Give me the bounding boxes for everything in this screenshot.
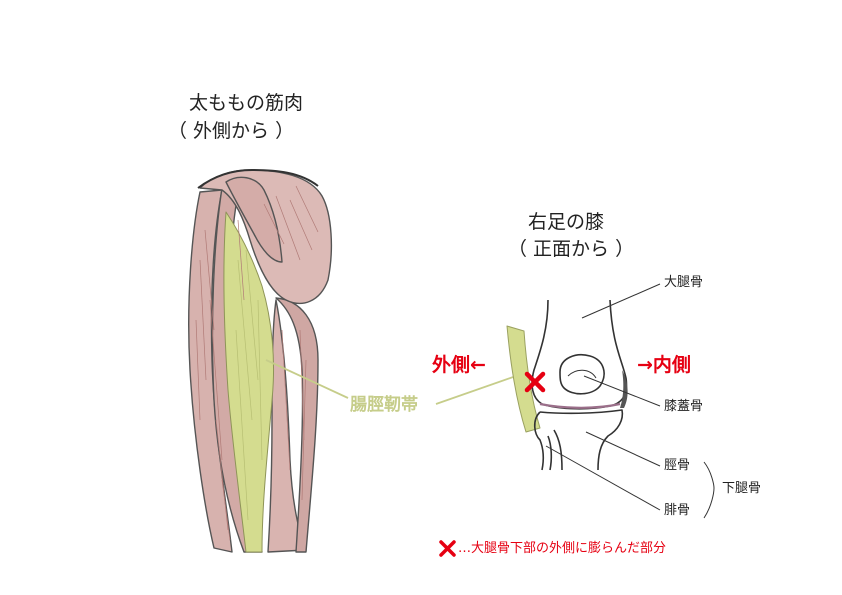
iliotibial-band-knee — [506, 325, 541, 433]
legend-text: …大腿骨下部の外側に膨らんだ部分 — [458, 541, 667, 556]
thigh-muscle-illustration — [188, 169, 333, 553]
thigh-subtitle: （ 外側から ） — [168, 120, 295, 142]
tensor-fasciae-latae-muscle — [225, 176, 283, 263]
joint-cartilage — [539, 402, 621, 409]
fibula-bone — [533, 411, 545, 471]
lower-leg-bracket — [703, 461, 715, 519]
patella-leader — [583, 375, 661, 407]
itb-leader-knee — [435, 375, 517, 405]
hamstring-muscle — [188, 189, 233, 553]
lower-leg-label: 下腿骨 — [722, 481, 762, 496]
itb-leader-thigh — [265, 359, 349, 399]
tibia-leader — [585, 431, 661, 467]
knee-subtitle: （ 正面から ） — [508, 238, 635, 260]
medial-side-label: →内側 — [637, 354, 691, 376]
thigh-title: 太ももの筋肉 — [189, 92, 304, 114]
iliotibial-band-label: 腸脛靭帯 — [350, 395, 418, 415]
femur-leader — [581, 283, 661, 319]
fibula-label: 腓骨 — [664, 503, 691, 518]
tibia-bone — [539, 409, 624, 471]
patella-bone — [559, 354, 605, 395]
patella-label: 膝蓋骨 — [664, 399, 704, 414]
knee-title: 右足の膝 — [528, 211, 605, 233]
knee-illustration — [506, 299, 628, 471]
bone-leader-lines — [545, 283, 715, 519]
hip-top-outline — [197, 169, 319, 189]
tibia-label: 脛骨 — [664, 458, 691, 473]
medial-condyle-shade — [620, 370, 628, 408]
lateral-epicondyle-marker-icon — [524, 371, 546, 393]
femur-label: 大腿骨 — [664, 275, 704, 290]
lateral-side-label: 外側← — [432, 354, 486, 376]
legend-marker-icon — [439, 540, 456, 557]
fibula-leader — [545, 445, 661, 511]
